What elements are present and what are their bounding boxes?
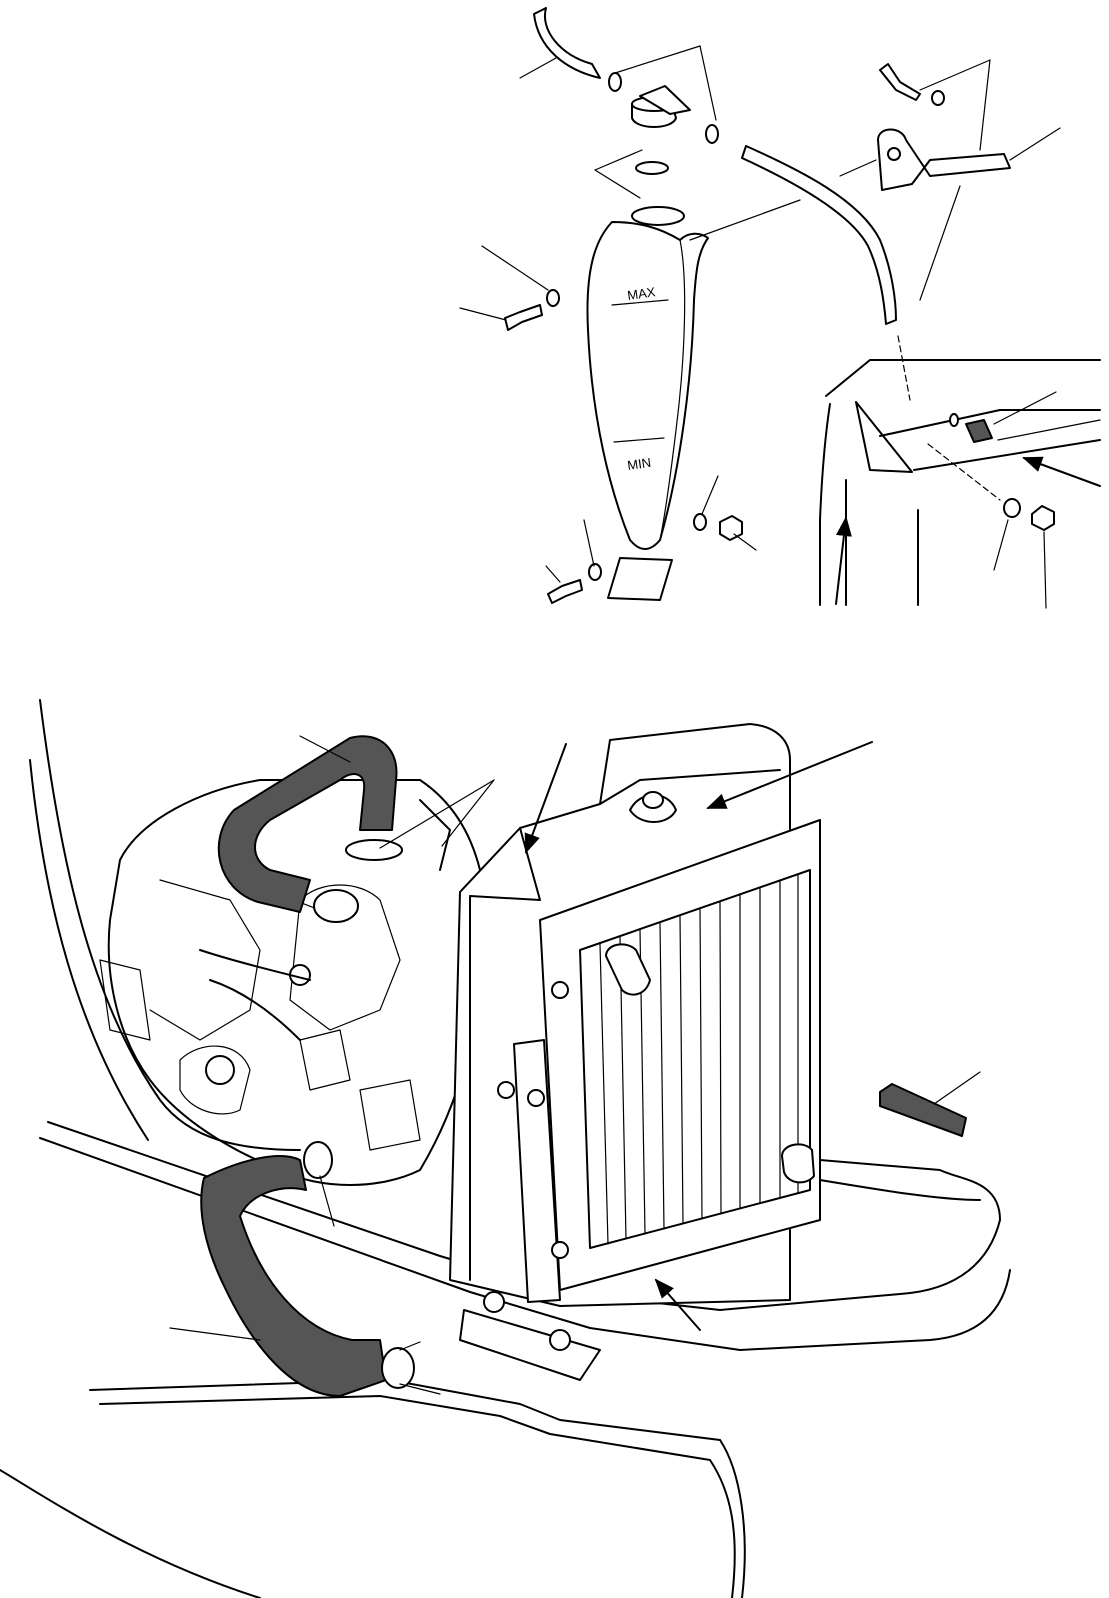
expansion-tank: [586, 221, 709, 550]
washer: [693, 513, 707, 531]
washer: [949, 413, 959, 427]
washer: [1003, 498, 1021, 518]
hose-bracket: [877, 128, 1011, 191]
hose-clamp: [303, 1141, 333, 1179]
tank-bracket: [607, 557, 673, 601]
arrow-icon: [1022, 456, 1101, 487]
engine-block: [107, 779, 486, 1186]
arrow-icon: [654, 1278, 701, 1331]
tank-max-label: MAX: [626, 284, 656, 303]
arrow-icon: [706, 741, 873, 809]
upper-tank-hose: [533, 7, 601, 79]
tank-bolt: [547, 579, 583, 604]
tank-nut: [719, 515, 743, 541]
washer: [588, 563, 602, 581]
upper-radiator-hose: [217, 735, 398, 913]
tank-min-label: MIN: [626, 455, 652, 473]
foam-seal: [879, 1083, 967, 1137]
o-ring: [635, 161, 669, 175]
bracket-bolt: [879, 63, 921, 101]
base-mount: [459, 1309, 601, 1381]
arrow-icon: [835, 516, 852, 605]
lower-radiator-hose: [200, 1155, 387, 1397]
washer: [931, 90, 945, 106]
expansion-tank-group: MAX MIN: [459, 7, 801, 604]
hose-clamp: [705, 124, 719, 144]
hose-clamp: [608, 72, 622, 92]
tank-bolt: [504, 304, 543, 331]
radiator-inlet: [605, 943, 651, 996]
side-mount: [513, 1039, 561, 1303]
engine-radiator-group: [0, 699, 1011, 1598]
seal-block: [965, 419, 993, 443]
hose-clamp: [313, 889, 359, 923]
arrow-icon: [524, 743, 567, 854]
hose-clamp: [345, 839, 403, 861]
radiator-fins: [599, 874, 799, 1245]
hose-clamp: [381, 1347, 415, 1389]
overflow-hose: [741, 145, 897, 325]
overflow-hose-group: [741, 59, 1061, 401]
radiator-outlet: [781, 1143, 815, 1184]
frame-rail: [47, 1121, 1001, 1311]
shroud-corner-detail: [819, 359, 1101, 609]
nut: [1031, 505, 1055, 531]
frame-outline: [39, 699, 301, 1151]
washer: [546, 289, 560, 307]
